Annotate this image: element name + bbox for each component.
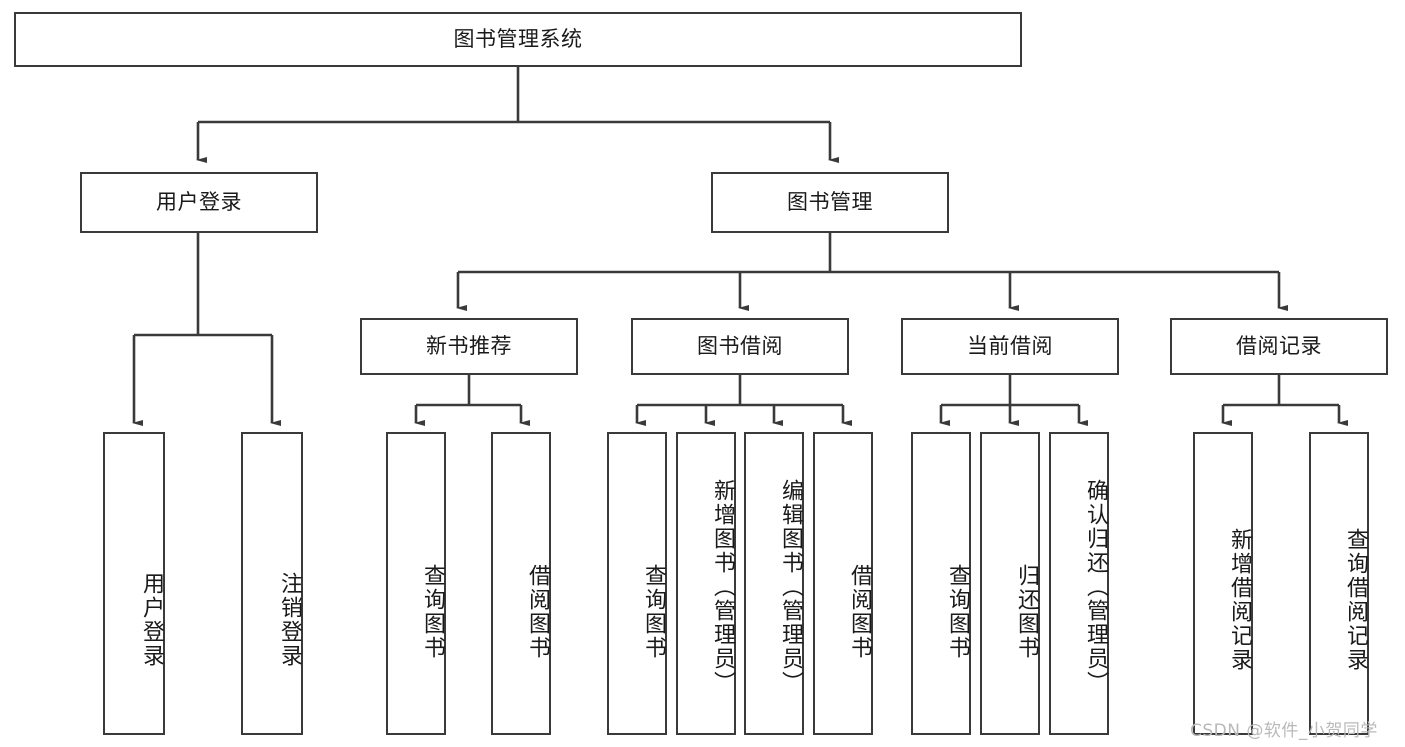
node-current-borrow[interactable]: 当前借阅 bbox=[901, 318, 1119, 375]
node-label: 编辑图书（管理员） bbox=[778, 478, 803, 695]
node-label: 新增借阅记录 bbox=[1227, 528, 1252, 672]
node-book-management[interactable]: 图书管理 bbox=[711, 172, 949, 233]
leaf-new-book-query-book[interactable]: 查询图书 bbox=[386, 432, 446, 735]
node-label: 借阅图书 bbox=[525, 564, 550, 660]
leaf-current-borrow-query-book[interactable]: 查询图书 bbox=[911, 432, 971, 735]
node-label: 查询借阅记录 bbox=[1343, 528, 1368, 672]
node-book-borrow[interactable]: 图书借阅 bbox=[631, 318, 849, 375]
node-label: 用户登录 bbox=[139, 571, 164, 668]
node-label: 新书推荐 bbox=[426, 333, 512, 358]
node-label: 查询图书 bbox=[641, 564, 666, 660]
node-label: 查询图书 bbox=[420, 564, 445, 660]
leaf-book-borrow-edit-book-admin[interactable]: 编辑图书（管理员） bbox=[744, 432, 804, 735]
leaf-borrow-record-query-record[interactable]: 查询借阅记录 bbox=[1309, 432, 1369, 735]
node-label: 确认归还（管理员） bbox=[1083, 478, 1108, 695]
node-label: 归还图书 bbox=[1014, 564, 1039, 660]
leaf-current-borrow-confirm-return-admin[interactable]: 确认归还（管理员） bbox=[1049, 432, 1109, 735]
node-label: 借阅记录 bbox=[1236, 333, 1322, 358]
leaf-new-book-borrow-book[interactable]: 借阅图书 bbox=[491, 432, 551, 735]
leaf-borrow-record-add-record[interactable]: 新增借阅记录 bbox=[1193, 432, 1253, 735]
node-root-book-management-system[interactable]: 图书管理系统 bbox=[14, 12, 1022, 67]
node-label: 当前借阅 bbox=[967, 333, 1053, 358]
node-label: 注销登录 bbox=[277, 571, 302, 668]
node-label: 图书管理系统 bbox=[453, 26, 583, 51]
node-label: 查询图书 bbox=[945, 564, 970, 660]
node-user-login[interactable]: 用户登录 bbox=[80, 172, 318, 233]
node-label: 图书管理 bbox=[787, 189, 873, 214]
leaf-user-login-logout[interactable]: 注销登录 bbox=[241, 432, 303, 735]
leaf-book-borrow-borrow-book[interactable]: 借阅图书 bbox=[813, 432, 873, 735]
leaf-book-borrow-add-book-admin[interactable]: 新增图书（管理员） bbox=[676, 432, 736, 735]
node-label: 新增图书（管理员） bbox=[710, 478, 735, 695]
node-new-book-recommend[interactable]: 新书推荐 bbox=[360, 318, 578, 375]
node-label: 借阅图书 bbox=[847, 564, 872, 660]
leaf-book-borrow-query-book[interactable]: 查询图书 bbox=[607, 432, 667, 735]
node-label: 图书借阅 bbox=[697, 333, 783, 358]
csdn-watermark: CSDN @软件_小贺同学 bbox=[1190, 721, 1378, 741]
leaf-user-login-login[interactable]: 用户登录 bbox=[103, 432, 165, 735]
leaf-current-borrow-return-book[interactable]: 归还图书 bbox=[980, 432, 1040, 735]
node-borrow-record[interactable]: 借阅记录 bbox=[1170, 318, 1388, 375]
node-label: 用户登录 bbox=[156, 189, 242, 214]
